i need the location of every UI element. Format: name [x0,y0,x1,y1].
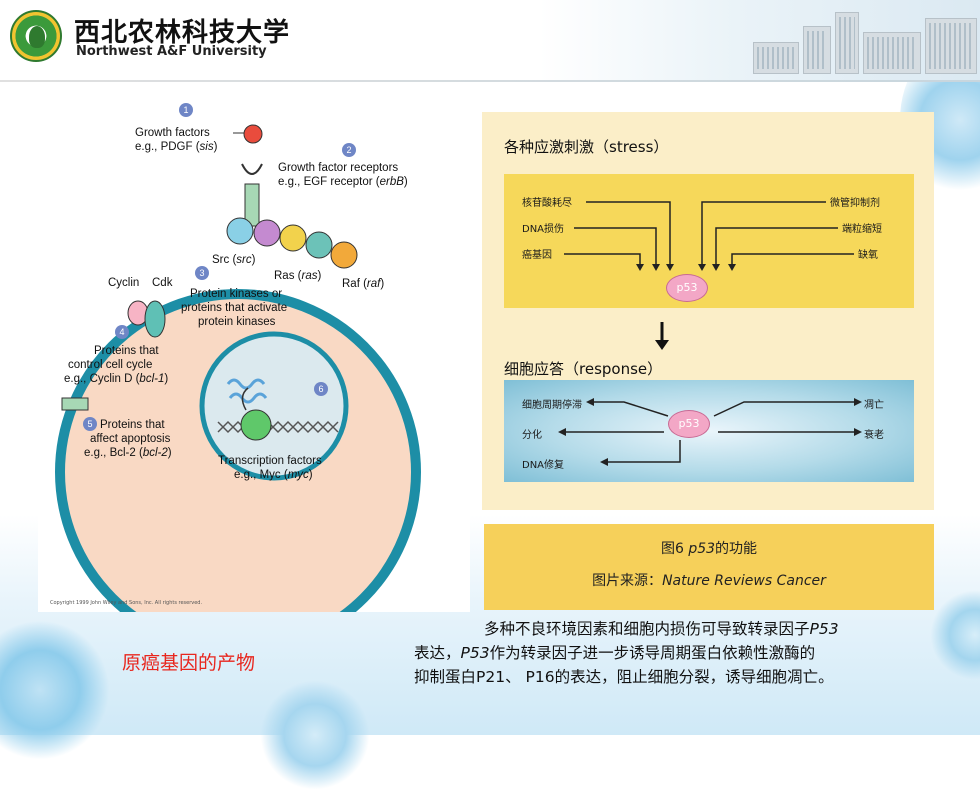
university-logo [10,10,62,62]
response-arrows [558,398,862,466]
label-raf: Raf (raf) [342,278,384,290]
response-right-2: 衰老 [864,430,884,441]
badge-4-label: 4 [119,327,124,337]
cell-diagram: 1 2 3 4 5 6 Growth factors e.g., PDGF (s… [55,103,421,612]
label-ap-1: Proteins that [100,419,165,431]
label-pdgf: e.g., PDGF (sis) [135,141,218,153]
label-ap-2: affect apoptosis [90,433,171,445]
p53-node: p53 [666,274,708,302]
badge-3-label: 3 [199,268,204,278]
badge-1-label: 1 [183,105,188,115]
response-box: 细胞周期停滞 分化 DNA修复 凋亡 衰老 p53 [504,380,914,482]
label-ras: Ras (ras) [274,270,321,282]
label-egf: e.g., EGF receptor (erbB) [278,176,408,188]
label-pk-1: Protein kinases or [190,288,282,300]
badge-1 [179,103,193,117]
badge-3 [195,266,209,280]
nucleus [199,331,349,481]
header-divider [0,80,980,82]
decoration-flower [260,680,370,790]
decoration-flower [0,620,110,760]
stress-left-2: DNA损伤 [522,224,565,235]
label-cc-1: Proteins that [94,345,159,357]
figure-caption-box: 图6 p53的功能 图片来源：Nature Reviews Cancer [484,524,934,610]
label-ap-3: e.g., Bcl-2 (bcl-2) [84,447,172,459]
stress-title: 各种应激刺激（stress） [504,138,669,156]
stress-left-1: 核苷酸耗尽 [522,198,572,209]
response-title: 细胞应答（response） [504,360,663,378]
label-tf-2: e.g., Myc (myc) [234,469,313,481]
stress-right-1: 微管抑制剂 [830,198,880,209]
university-name-cn: 西北农林科技大学 [74,18,291,48]
growth-factor-ball [243,124,263,144]
oncogene-products-label: 原癌基因的产物 [122,652,256,674]
label-cyclin: Cyclin [108,277,139,289]
label-src: Src (src) [212,254,256,266]
response-left-1: 细胞周期停滞 [522,400,582,411]
stress-right-3: 缺氧 [858,250,878,261]
response-left-2: 分化 [522,430,542,441]
figure-caption: 图6 p53的功能 [660,541,758,557]
stress-box: 核苷酸耗尽 DNA损伤 癌基因 微管抑制剂 端粒缩短 缺氧 [504,174,914,308]
badge-6 [314,382,328,396]
university-name-en: Northwest A&F University [76,44,267,59]
oncogene-products-figure: 1 2 3 4 5 6 Growth factors e.g., PDGF (s… [38,92,470,612]
header-banner: 西北农林科技大学 Northwest A&F University [0,0,980,82]
stress-left-3: 癌基因 [522,250,552,261]
p53-description: 多种不良环境因素和细胞内损伤可导致转录因子P53 表达，P53作为转录因子进一步… [414,620,839,686]
label-cdk: Cdk [152,277,173,289]
stress-arrows [564,201,854,271]
figure-copyright: Copyright 1999 John Wiley and Sons, Inc.… [50,600,203,606]
label-pk-3: protein kinases [198,316,276,328]
badge-5-label: 5 [87,419,92,429]
p53-function-figure: 各种应激刺激（stress） 核苷酸耗尽 DNA损伤 癌基因 微管抑制剂 端粒缩… [482,112,934,510]
figure-source: 图片来源：Nature Reviews Cancer [592,573,826,589]
badge-2-label: 2 [346,145,351,155]
badge-6-label: 6 [318,384,323,394]
down-arrow-icon [655,322,669,350]
response-right-1: 凋亡 [864,400,884,411]
label-receptors: Growth factor receptors [278,162,398,174]
response-left-3: DNA修复 [522,460,565,471]
badge-2 [342,143,356,157]
campus-buildings-image [745,10,980,74]
p53-node-response: p53 [668,410,710,438]
label-cc-2: control cell cycle [68,359,152,371]
stress-right-2: 端粒缩短 [842,224,882,235]
label-growth-factors: Growth factors [135,127,210,139]
label-tf-1: Transcription factors [218,455,322,467]
badge-5 [83,417,97,431]
badge-4 [115,325,129,339]
label-cc-3: e.g., Cyclin D (bcl-1) [64,373,168,385]
label-pk-2: proteins that activate [181,302,287,314]
